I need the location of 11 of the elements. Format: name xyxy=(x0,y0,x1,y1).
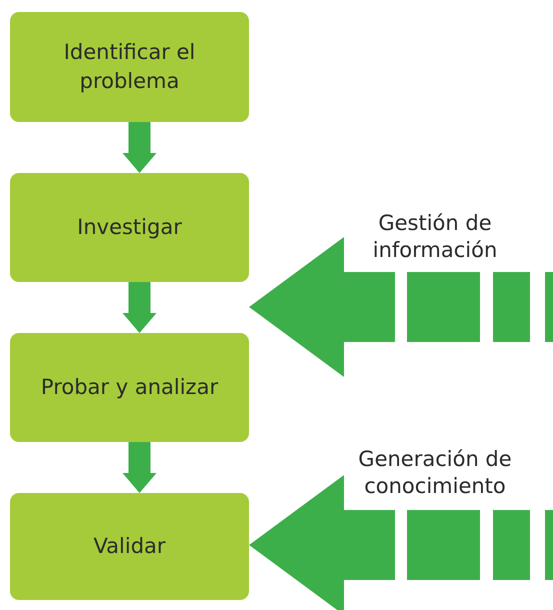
process-box: Identificar el problema xyxy=(10,12,249,122)
process-box: Investigar xyxy=(10,173,249,282)
arrow xyxy=(122,122,156,173)
arrow xyxy=(249,475,553,610)
edge-label: Gestión de información xyxy=(372,210,498,264)
edge-label: Generación de conocimiento xyxy=(357,446,513,500)
arrow xyxy=(122,282,156,333)
process-box: Probar y analizar xyxy=(10,333,249,442)
process-box: Validar xyxy=(10,493,249,600)
arrow xyxy=(122,442,156,493)
arrow xyxy=(249,237,553,377)
